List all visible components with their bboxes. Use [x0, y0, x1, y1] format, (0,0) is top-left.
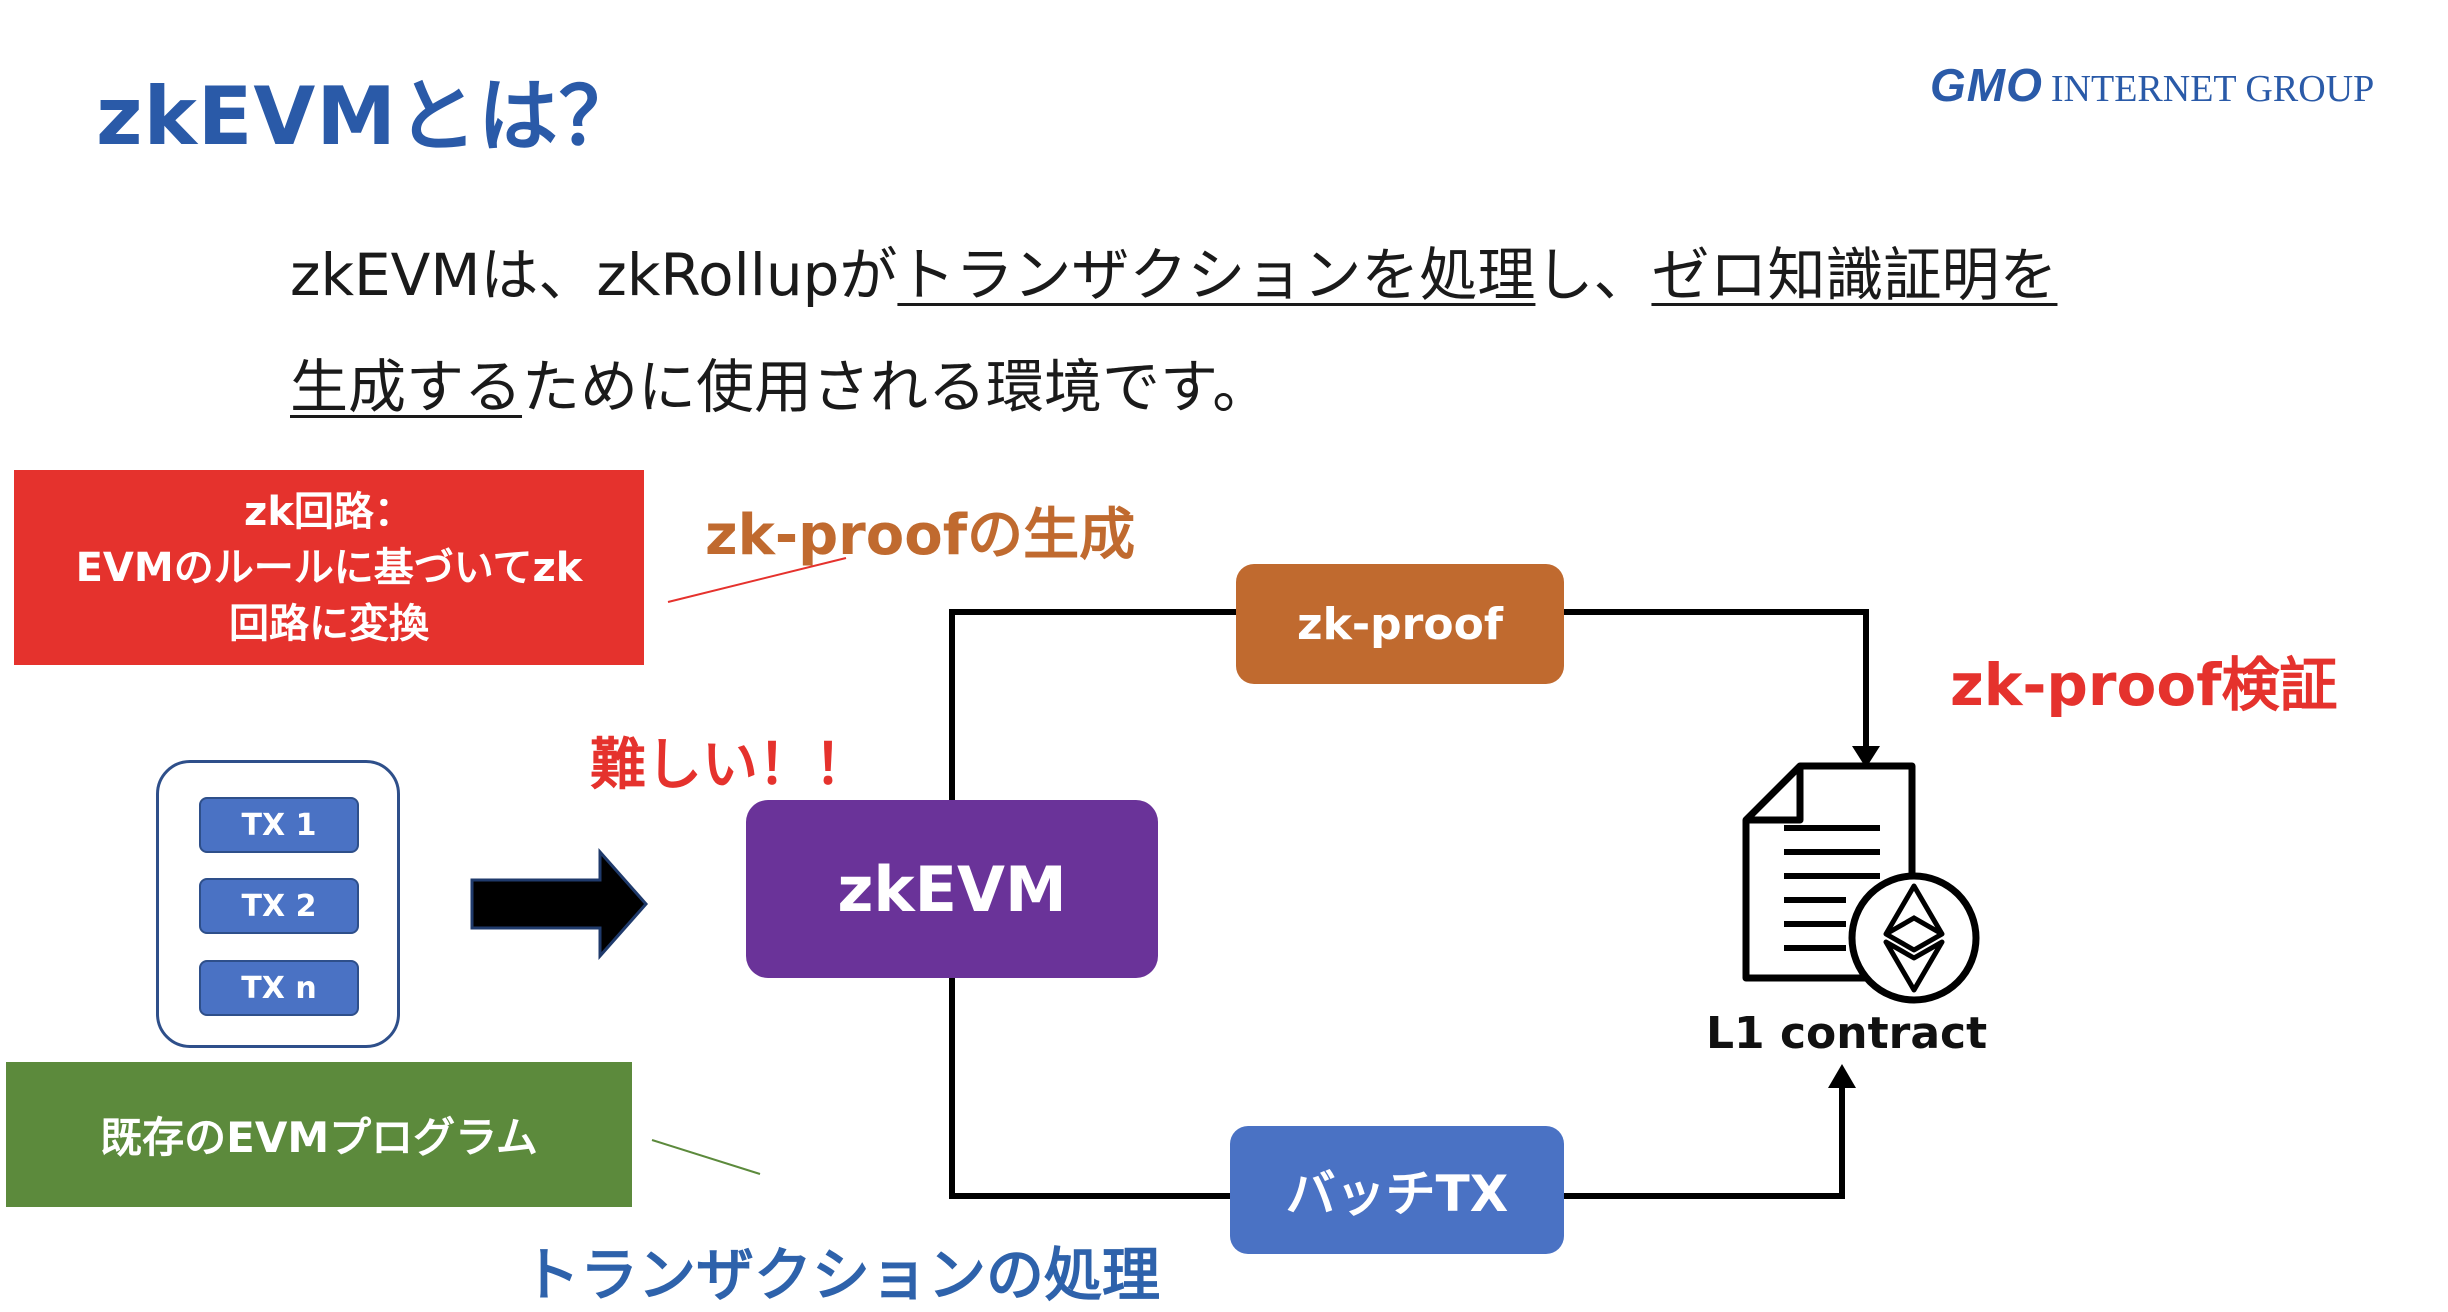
zkevm-box: zkEVM [746, 800, 1158, 978]
existing-evm-note: 既存のEVMプログラム [6, 1062, 632, 1207]
desc-text: zkEVMは、zkRollupが [290, 241, 898, 309]
tx-item: TX n [199, 960, 359, 1016]
proof-verification-label: zk-proof検証 [1950, 651, 2338, 719]
circuit-note-pointer [667, 557, 847, 603]
path-batch-to-contract [1564, 1086, 1845, 1199]
existing-note-pointer [651, 1139, 761, 1175]
zk-circuit-note-line2: EVMのルールに基づいてzk [75, 544, 583, 591]
l1-contract-label: L1 contract [1706, 1008, 1988, 1059]
path-zkevm-to-batch [949, 978, 1230, 1199]
desc-underlined-tx: トランザクションを処理 [897, 241, 1536, 309]
tx-item: TX 2 [199, 878, 359, 934]
description-line-2: 生成するために使用される環境です。 [290, 340, 1270, 424]
logo-group: INTERNET GROUP [2050, 68, 2375, 110]
tx-to-zkevm-arrow [470, 848, 649, 960]
path-proof-to-contract [1564, 609, 1869, 748]
desc-text: ために使用される環境です。 [522, 353, 1271, 421]
logo-gmo: GMO [1930, 59, 2043, 111]
desc-underlined-zk: ゼロ知識証明を [1651, 241, 2058, 309]
arrowhead-up [1828, 1064, 1856, 1088]
transaction-group: TX 1 TX 2 TX n [156, 760, 400, 1048]
difficult-label: 難しい！！ [590, 733, 870, 798]
description-line-1: zkEVMは、zkRollupがトランザクションを処理し、ゼロ知識証明を [290, 228, 2057, 312]
path-zkevm-to-proof [949, 609, 1236, 800]
zk-proof-box: zk-proof [1236, 564, 1564, 684]
tx-processing-label: トランザクションの処理 [522, 1241, 1161, 1309]
zk-circuit-note-line1: zk回路： [244, 488, 414, 535]
arrowhead-down [1852, 746, 1880, 768]
desc-underlined-generate: 生成する [290, 353, 523, 421]
ethereum-icon [1848, 872, 1980, 1004]
desc-text: し、 [1535, 241, 1652, 309]
proof-generation-label: zk-proofの生成 [705, 503, 1136, 568]
zk-circuit-note: zk回路： EVMのルールに基づいてzk 回路に変換 [14, 470, 644, 665]
tx-item: TX 1 [199, 797, 359, 853]
batch-tx-box: バッチTX [1230, 1126, 1564, 1254]
zk-circuit-note-line3: 回路に変換 [229, 600, 429, 647]
slide-title: zkEVMとは？ [96, 70, 640, 163]
